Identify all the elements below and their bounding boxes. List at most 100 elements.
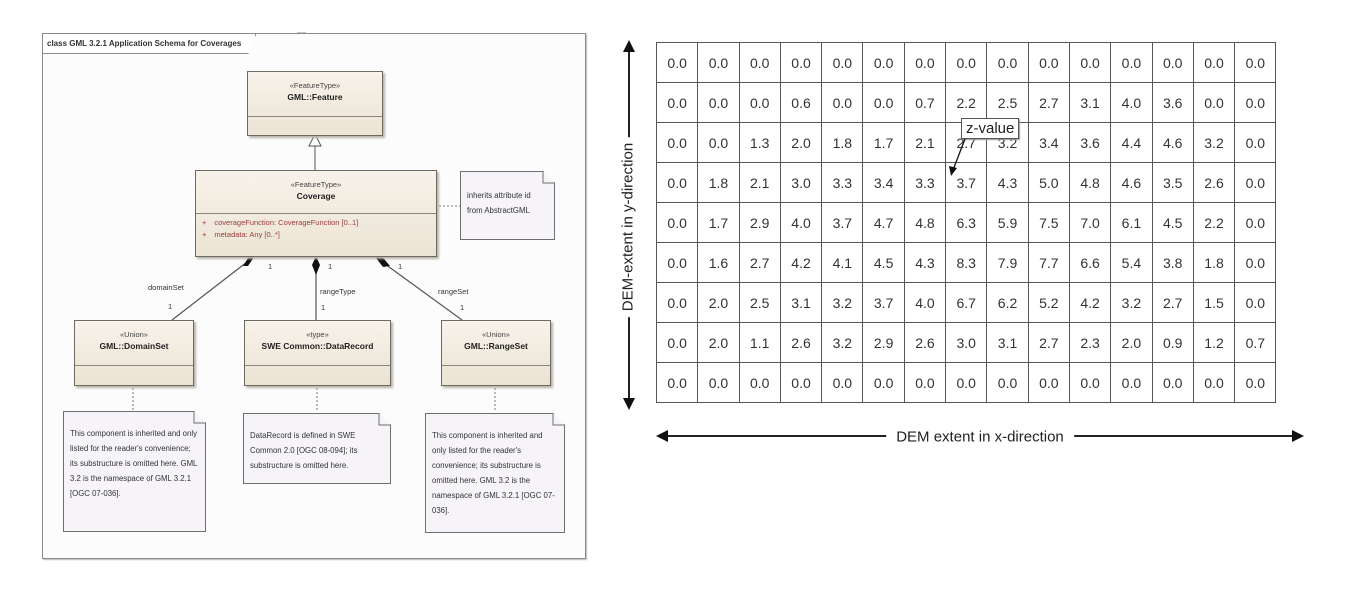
grid-cell: 2.0 <box>1110 322 1153 363</box>
arrow-icon <box>949 166 957 176</box>
grid-cell: 0.0 <box>1234 362 1277 403</box>
grid-cell: 0.0 <box>1234 82 1277 123</box>
grid-cell: 0.0 <box>655 282 699 323</box>
grid-cell: 4.2 <box>1068 282 1112 323</box>
grid-cell: 2.6 <box>1192 162 1236 203</box>
note-domainset: This component is inherited and only lis… <box>63 411 206 532</box>
grid-cell: 0.0 <box>1027 362 1070 403</box>
grid-cell: 3.1 <box>779 282 823 323</box>
grid-cell: 3.6 <box>1068 122 1112 163</box>
visibility-public-icon: + <box>202 218 207 227</box>
grid-cell: 6.2 <box>986 282 1029 323</box>
class-datarecord[interactable]: «type»SWE Common::DataRecord <box>244 320 391 386</box>
association-line-rangeset <box>384 263 463 321</box>
multiplicity-label: 1 <box>460 303 465 312</box>
stereotype: «FeatureType» <box>289 81 341 90</box>
grid-cell: 1.7 <box>862 122 905 163</box>
composition-diamond-icon <box>243 254 256 266</box>
grid-cell: 0.0 <box>697 362 740 403</box>
grid-cell: 4.3 <box>986 162 1029 203</box>
grid-cell: 0.0 <box>697 122 740 163</box>
grid-cell: 4.4 <box>1110 122 1153 163</box>
grid-cell: 0.0 <box>779 362 823 403</box>
class-gml-feature[interactable]: «FeatureType»GML::Feature <box>247 71 383 136</box>
grid-cell: 0.9 <box>1151 322 1194 363</box>
grid-cell: 5.4 <box>1110 242 1153 283</box>
grid-cell: 3.5 <box>1151 162 1194 203</box>
multiplicity-label: 1 <box>168 302 173 311</box>
attribute-text: metadata: Any [0..*] <box>214 230 280 239</box>
grid-cell: 0.0 <box>779 42 823 83</box>
class-domainset[interactable]: «Union»GML::DomainSet <box>74 320 194 386</box>
grid-cell: 7.0 <box>1068 202 1112 243</box>
arrow-left-icon <box>656 430 668 442</box>
note-text: DataRecord is defined in SWE Common 2.0 … <box>250 431 358 470</box>
grid-cell: 1.2 <box>1192 322 1236 363</box>
grid-cell: 0.0 <box>655 122 699 163</box>
role-label: rangeSet <box>438 287 469 296</box>
grid-cell: 2.9 <box>862 322 905 363</box>
grid-cell: 2.2 <box>1192 202 1236 243</box>
stereotype: «Union» <box>120 330 148 339</box>
attribute-row: +coverageFunction: CoverageFunction [0..… <box>202 217 430 229</box>
multiplicity-label: 1 <box>321 303 326 312</box>
x-axis-label: DEM extent in x-direction <box>886 428 1074 446</box>
grid-cell: 2.7 <box>1151 282 1194 323</box>
note-fold-icon <box>542 171 555 184</box>
multiplicity-label: 1 <box>398 262 403 271</box>
grid-cell: 3.2 <box>1192 122 1236 163</box>
grid-cell: 0.0 <box>738 82 781 123</box>
composition-diamond-icon <box>312 256 320 275</box>
grid-cell: 0.0 <box>655 82 699 123</box>
grid-cell: 3.2 <box>821 282 864 323</box>
grid-cell: 0.0 <box>1234 42 1277 83</box>
grid-cell: 4.3 <box>903 242 947 283</box>
class-name: Coverage <box>296 191 336 201</box>
arrow-right-icon <box>1292 430 1304 442</box>
grid-cell: 3.1 <box>1068 82 1112 123</box>
composition-diamond-icon <box>373 254 390 267</box>
note-text: This component is inherited and only lis… <box>70 429 198 498</box>
attribute-row: +metadata: Any [0..*] <box>202 229 430 241</box>
grid-cell: 3.2 <box>1110 282 1153 323</box>
class-name: GML::Feature <box>287 92 343 102</box>
association-line-domainset <box>171 261 248 321</box>
stereotype: «Union» <box>482 330 510 339</box>
note-fold-icon <box>552 413 565 426</box>
grid-cell: 1.8 <box>821 122 864 163</box>
grid-cell: 0.0 <box>986 362 1029 403</box>
multiplicity-label: 1 <box>268 262 273 271</box>
note-text: inherits attribute id from AbstractGML <box>467 191 531 215</box>
grid-cell: 2.0 <box>697 322 740 363</box>
grid-cell: 0.0 <box>655 202 699 243</box>
grid-cell: 2.7 <box>1027 322 1070 363</box>
grid-cell: 0.0 <box>655 322 699 363</box>
grid-cell: 2.7 <box>738 242 781 283</box>
grid-cell: 2.3 <box>1068 322 1112 363</box>
grid-cell: 3.0 <box>945 322 988 363</box>
class-name: GML::RangeSet <box>464 341 528 351</box>
generalization-arrowhead-icon <box>308 132 322 147</box>
class-coverage[interactable]: «FeatureType»Coverage +coverageFunction:… <box>195 170 437 257</box>
note-rangeset: This component is inherited and only lis… <box>425 413 565 533</box>
grid-cell: 2.0 <box>697 282 740 323</box>
grid-cell: 0.0 <box>655 162 699 203</box>
note-datarecord: DataRecord is defined in SWE Common 2.0 … <box>243 413 391 484</box>
class-rangeset[interactable]: «Union»GML::RangeSet <box>441 320 551 386</box>
grid-cell: 1.6 <box>697 242 740 283</box>
grid-cell: 0.0 <box>1110 362 1153 403</box>
grid-cell: 0.0 <box>821 42 864 83</box>
grid-cell: 3.2 <box>821 322 864 363</box>
grid-cell: 2.1 <box>738 162 781 203</box>
z-value-callout: z-value <box>961 118 1020 139</box>
grid-cell: 0.0 <box>1068 362 1112 403</box>
class-name: GML::DomainSet <box>99 341 169 351</box>
